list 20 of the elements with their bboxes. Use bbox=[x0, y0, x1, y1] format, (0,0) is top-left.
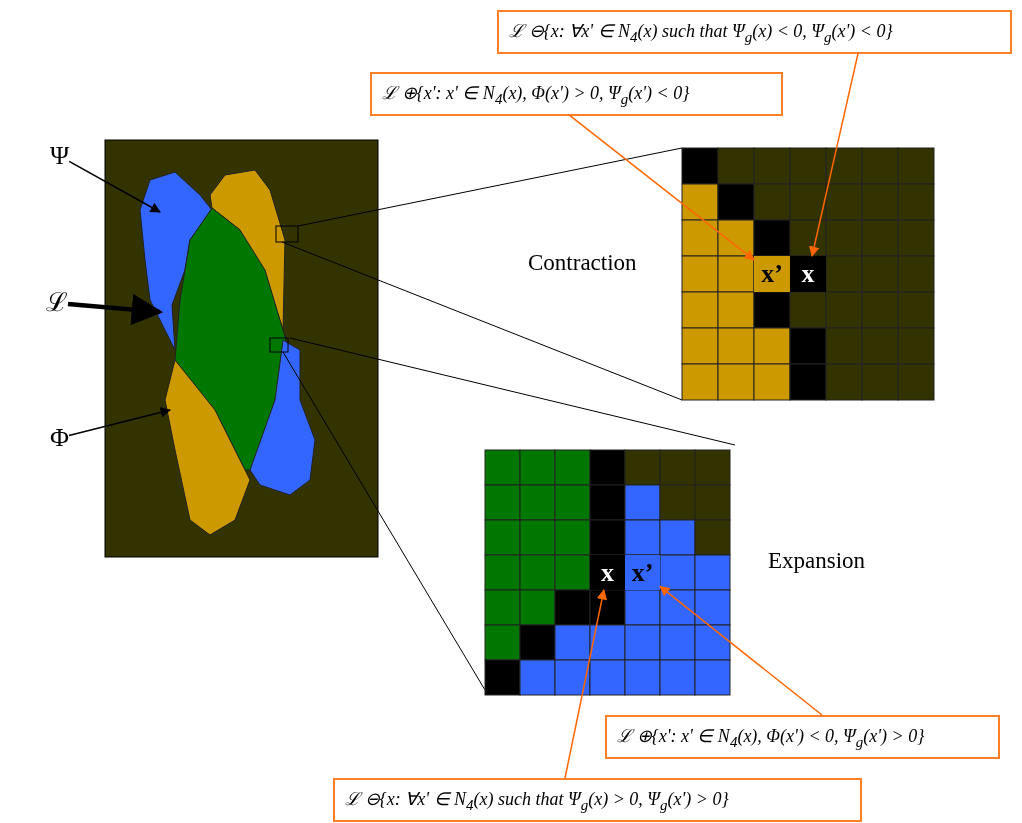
arrow bbox=[569, 114, 755, 261]
symbol-label: ℒ bbox=[46, 290, 68, 316]
arrow bbox=[809, 52, 859, 257]
pixel-cell: x’ bbox=[625, 555, 660, 590]
symbol-label: Φ bbox=[50, 425, 69, 451]
panel-title: Expansion bbox=[768, 548, 866, 574]
leader-arrow bbox=[67, 293, 164, 326]
formula-box: ℒ ⊖{x: ∀x' ∈ N$_{4}$(x) such that Ψ$_{g}$(x) < 0, Ψ$_{g}$(x') < 0} bbox=[497, 10, 1012, 54]
leader-arrow bbox=[68, 407, 171, 437]
formula-box: ℒ ⊖{x: ∀x' ∈ N$_{4}$(x) such that Ψ$_{g}$(x) > 0, Ψ$_{g}$(x') > 0} bbox=[333, 778, 862, 822]
panel-title: Contraction bbox=[528, 250, 637, 276]
pixel-cell: x bbox=[590, 555, 625, 590]
formula-box: ℒ ⊕{x': x' ∈ N$_{4}$(x), Φ(x') > 0, Ψ$_{g}$(x') < 0} bbox=[370, 72, 783, 116]
leader-arrow bbox=[68, 160, 161, 213]
arrow bbox=[564, 588, 608, 779]
formula-box: ℒ ⊕{x': x' ∈ N$_{4}$(x), Φ(x') < 0, Ψ$_{g}$(x') > 0} bbox=[605, 715, 1000, 759]
pixel-cell: x’ bbox=[754, 256, 790, 292]
arrow bbox=[659, 585, 823, 716]
symbol-label: Ψ bbox=[50, 143, 70, 169]
pixel-cell: x bbox=[790, 256, 826, 292]
